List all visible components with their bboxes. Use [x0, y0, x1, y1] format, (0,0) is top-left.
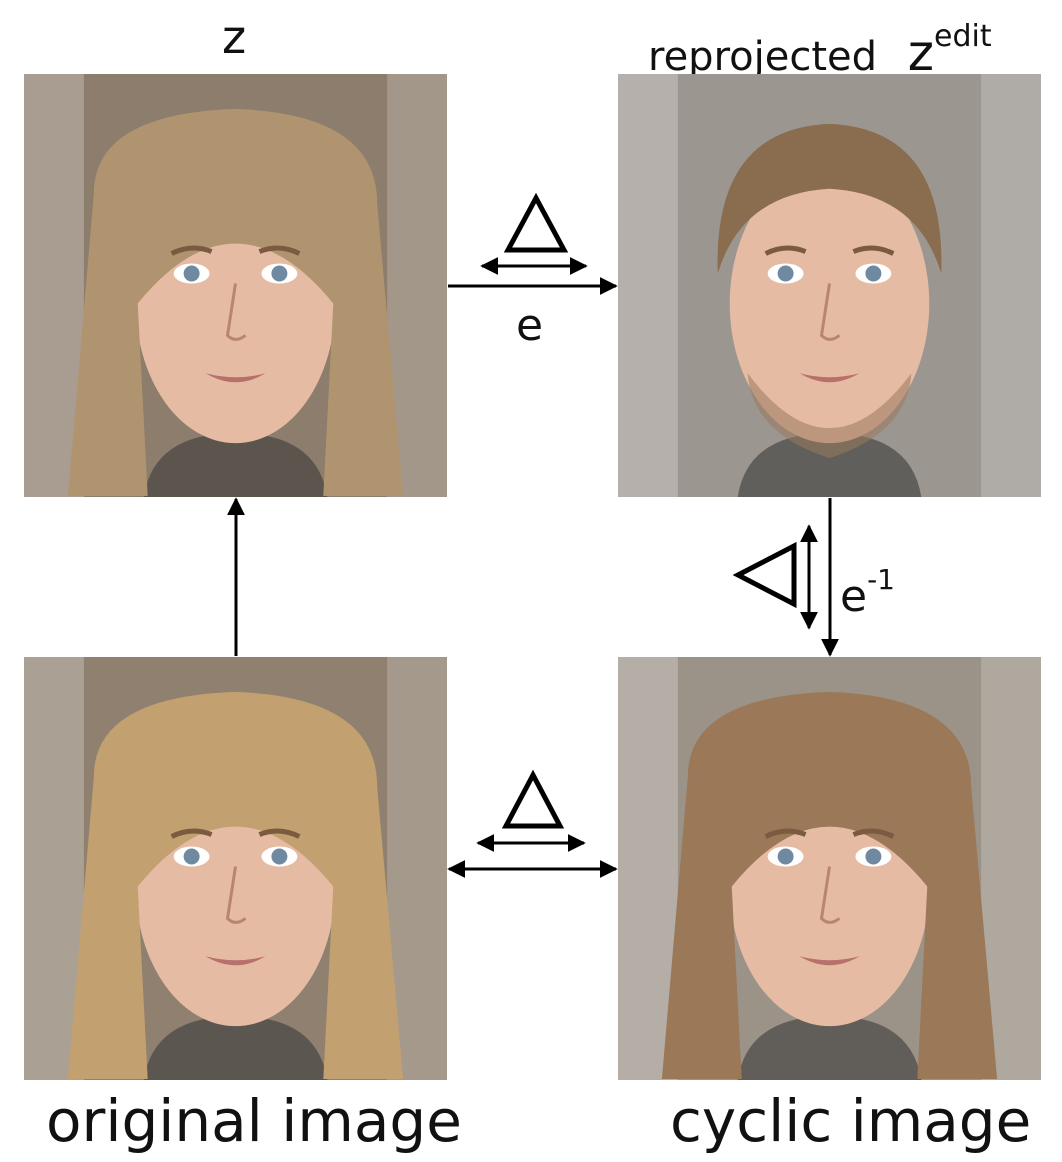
edge-e-label: e — [516, 300, 544, 351]
top-right-face-image — [618, 74, 1041, 497]
cyclic-image-caption: cyclic image — [670, 1087, 1032, 1155]
original-image-caption: original image — [46, 1087, 462, 1155]
bottom-left-face-image — [24, 657, 447, 1080]
delta-bottom-icon — [476, 769, 586, 852]
top-left-face-image — [24, 74, 447, 497]
edit-superscript: edit — [933, 19, 992, 54]
edge-e-inverse-label: e-1 — [840, 563, 895, 622]
inverse-superscript: -1 — [867, 563, 895, 596]
reprojected-text: reprojected — [648, 34, 878, 80]
delta-top-icon — [480, 192, 588, 275]
reprojected-z-edit-label: reprojected zedit — [648, 19, 992, 80]
latent-z-label: z — [222, 10, 247, 64]
bottom-right-face-image — [618, 657, 1041, 1080]
z-symbol: z — [907, 24, 934, 82]
delta-right-icon — [732, 524, 818, 630]
